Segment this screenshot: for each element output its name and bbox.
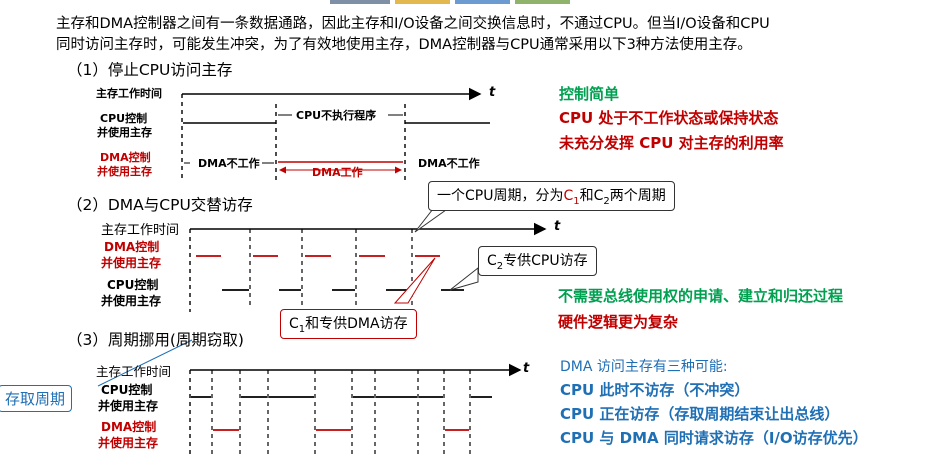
- s2-row-cpu-1: CPU控制: [107, 278, 159, 292]
- s1-dma-work: DMA工作: [312, 166, 363, 179]
- s3-note-1: DMA 访问主存有三种可能:: [560, 359, 728, 375]
- s1-dma-idle-left: DMA不工作: [198, 157, 260, 170]
- s1-row-dma-1: DMA控制: [100, 151, 151, 164]
- s3-note-4: CPU 与 DMA 同时请求访存（I/O访存优先）: [560, 429, 868, 447]
- s2-c1-callout: C1和专供DMA访存: [280, 309, 417, 339]
- s2-note-2: 硬件逻辑更为复杂: [558, 313, 679, 331]
- s1-note-2: CPU 处于不工作状态或保持状态: [559, 109, 779, 127]
- s3-steal-callout-pointer: [97, 339, 193, 387]
- s1-note-1: 控制简单: [559, 85, 620, 103]
- s2-c2-callout: C2专供CPU访存: [478, 246, 597, 276]
- s3-row-main: 主存工作时间: [96, 364, 172, 379]
- s3-row-dma-1: DMA控制: [101, 420, 157, 434]
- s2-row-main: 主存工作时间: [101, 223, 180, 238]
- s3-divider-lines: [211, 370, 471, 454]
- top-color-bar: [455, 0, 510, 4]
- s2-row-cpu-2: 并使用主存: [101, 294, 162, 308]
- s3-row-dma-2: 并使用主存: [98, 436, 159, 450]
- s2-c2-callout-pointer: [449, 266, 479, 291]
- s1-row-cpu-1: CPU控制: [100, 112, 148, 125]
- s3-row-cpu-2: 并使用主存: [98, 399, 159, 413]
- s3-note-2: CPU 此时不访存（不冲突）: [560, 381, 750, 399]
- s2-cycle-callout: 一个CPU周期，分为C1和C2两个周期: [428, 181, 675, 211]
- top-color-bar: [330, 0, 390, 4]
- s1-axis-t: t: [489, 85, 496, 100]
- s1-dma-idle-right: DMA不工作: [418, 157, 480, 170]
- section1-title: （1）停止CPU访问主存: [67, 61, 233, 79]
- s3-note-3: CPU 正在访存（存取周期结束让出总线）: [560, 405, 840, 423]
- s1-cpu-not-exec: CPU不执行程序: [296, 109, 377, 122]
- intro-line-1: 主存和DMA控制器之间有一条数据通路，因此主存和I/O设备之间交换信息时，不通过…: [56, 16, 770, 32]
- s2-row-dma-1: DMA控制: [104, 240, 160, 254]
- s2-axis-t: t: [554, 219, 561, 234]
- s2-divider-lines: [249, 229, 413, 305]
- section3-title: （3）周期挪用(周期窃取): [67, 331, 244, 349]
- s3-steal-callout: 存取周期: [0, 385, 73, 412]
- s1-note-3: 未充分发挥 CPU 对主存的利用率: [559, 134, 784, 152]
- s1-row-main: 主存工作时间: [96, 87, 162, 100]
- top-color-bar: [395, 0, 450, 4]
- s1-row-cpu-2: 并使用主存: [97, 126, 152, 139]
- s3-axis-t: t: [523, 361, 530, 376]
- s1-row-dma-2: 并使用主存: [97, 165, 152, 178]
- s2-row-dma-2: 并使用主存: [101, 256, 162, 270]
- s2-note-1: 不需要总线使用权的申请、建立和归还过程: [558, 287, 844, 305]
- s3-row-cpu-1: CPU控制: [101, 383, 153, 397]
- section2-title: （2）DMA与CPU交替访存: [67, 196, 253, 214]
- s2-c1-callout-pointer: [393, 257, 436, 304]
- intro-line-2: 同时访问主存时，可能发生冲突，为了有效地使用主存，DMA控制器与CPU通常采用以…: [56, 37, 752, 53]
- top-color-bar: [515, 0, 570, 4]
